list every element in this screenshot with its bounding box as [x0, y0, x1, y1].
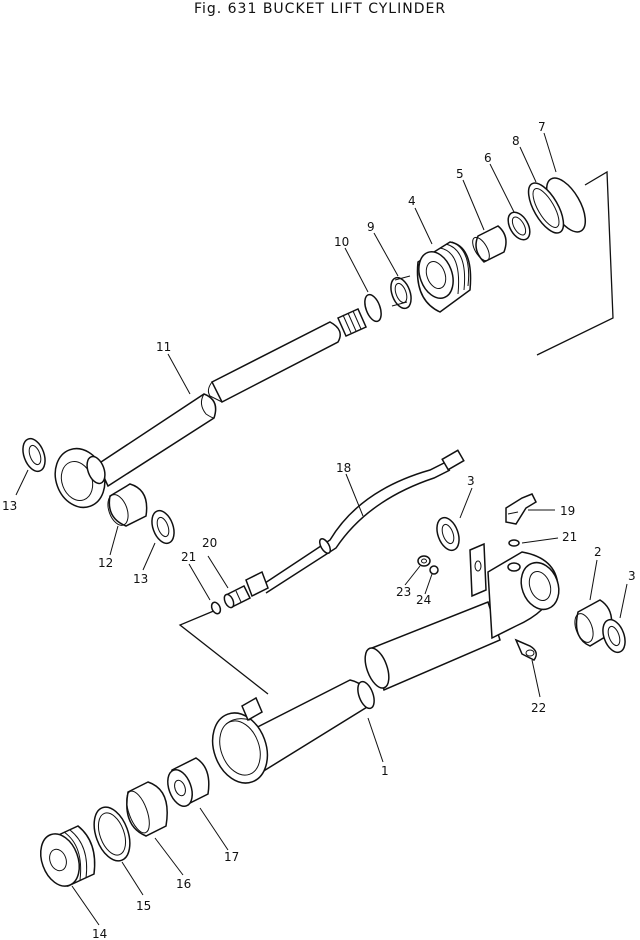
- callout-21-right: 21: [562, 530, 577, 544]
- callout-5: 5: [456, 167, 464, 181]
- part-10-snap-ring: [364, 293, 382, 323]
- callout-4: 4: [408, 194, 416, 208]
- assembly-bracket-upper: [536, 170, 614, 356]
- part-24-washer: [429, 565, 439, 575]
- part-20-fitting: [223, 584, 252, 609]
- part-9-bushing: [390, 276, 412, 310]
- part-11-piston-rod: [54, 308, 367, 509]
- callout-17: 17: [224, 850, 239, 864]
- part-19-elbow: [505, 493, 537, 525]
- part-5-bushing: [475, 225, 507, 263]
- callout-24: 24: [416, 593, 431, 607]
- part-23-nut: [417, 555, 431, 567]
- callout-7: 7: [538, 120, 546, 134]
- part-13-seal-left: [22, 437, 46, 473]
- part-6-bearing: [507, 211, 531, 241]
- callout-15: 15: [136, 899, 151, 913]
- callout-3-upper: 3: [467, 474, 475, 488]
- part-17-nut: [167, 757, 210, 807]
- callout-18: 18: [336, 461, 351, 475]
- callout-19: 19: [560, 504, 575, 518]
- part-22-clamp: [514, 638, 537, 661]
- callout-20: 20: [202, 536, 217, 550]
- callout-14: 14: [92, 927, 107, 940]
- part-21-oring-right: [508, 539, 520, 547]
- callout-13-lower: 13: [133, 572, 148, 586]
- part-8-ring: [527, 182, 565, 234]
- callout-6: 6: [484, 151, 492, 165]
- callout-12: 12: [98, 556, 113, 570]
- part-16-ring: [126, 781, 168, 837]
- part-15-wear-ring: [93, 806, 131, 862]
- callout-13-left: 13: [2, 499, 17, 513]
- callout-1: 1: [381, 764, 389, 778]
- part-3-seal-right: [602, 618, 626, 654]
- callout-16: 16: [176, 877, 191, 891]
- callout-21-left: 21: [181, 550, 196, 564]
- callout-11: 11: [156, 340, 171, 354]
- callout-3-right: 3: [628, 569, 636, 583]
- part-18-hose: [245, 449, 465, 598]
- callout-10: 10: [334, 235, 349, 249]
- part-21-oring-left: [210, 601, 222, 615]
- part-14-piston: [39, 825, 96, 888]
- callout-9: 9: [367, 220, 375, 234]
- figure-title: Fig. 631 BUCKET LIFT CYLINDER: [193, 1, 447, 17]
- part-4-cylinder-head: [416, 241, 472, 313]
- part-1-cylinder-tube: [211, 542, 560, 784]
- callout-8: 8: [512, 134, 520, 148]
- callout-23: 23: [396, 585, 411, 599]
- callout-2: 2: [594, 545, 602, 559]
- callout-22: 22: [531, 701, 546, 715]
- leader-lines: [15, 132, 628, 926]
- part-3-seal-upper: [436, 516, 460, 552]
- assembly-bracket-lower: [178, 609, 269, 695]
- part-12-bushing: [108, 483, 148, 527]
- part-13-seal-lower: [151, 509, 175, 545]
